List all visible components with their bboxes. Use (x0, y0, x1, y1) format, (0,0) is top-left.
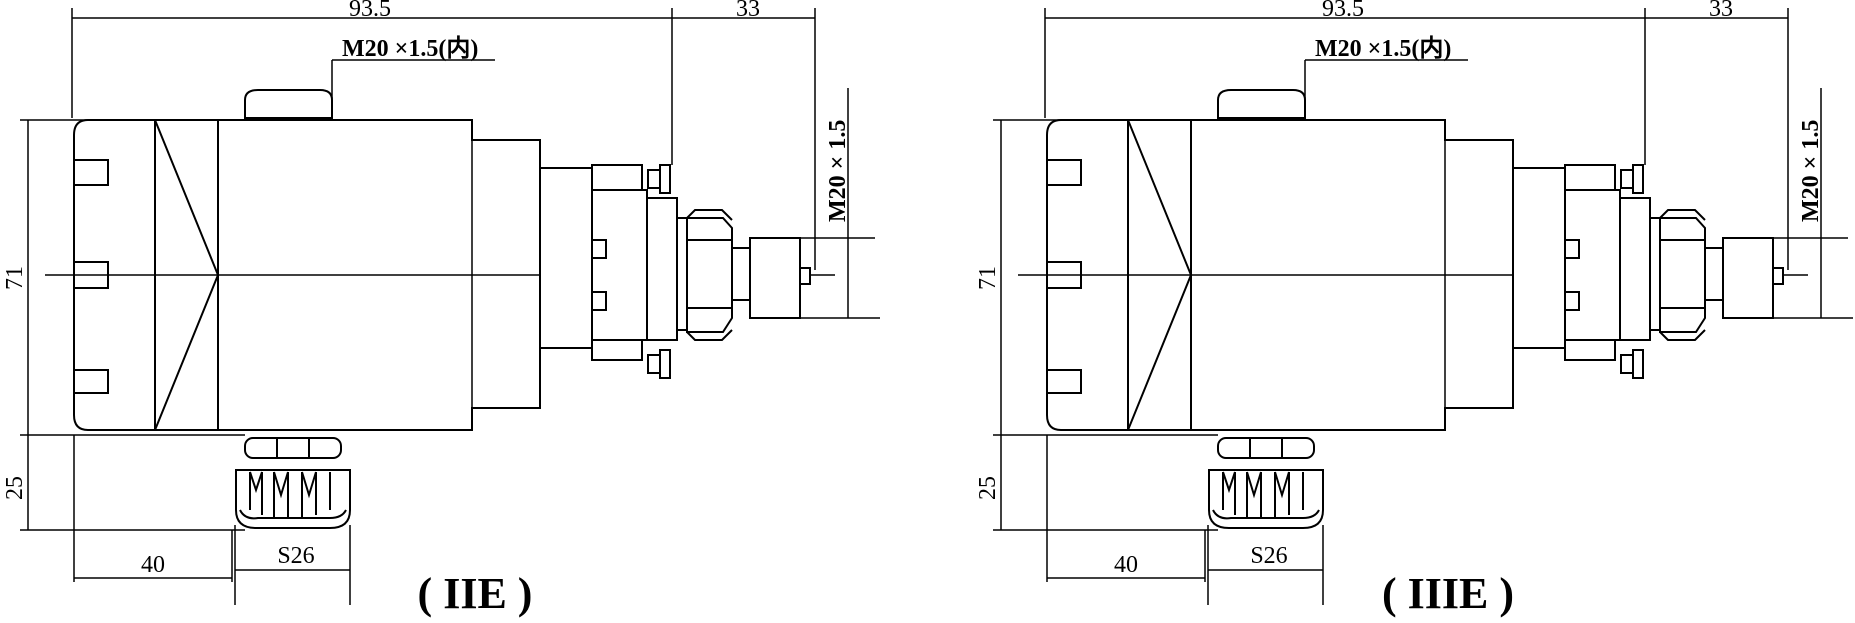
dimension-width-right: 33 (672, 0, 816, 270)
bottom-cable-nut (235, 437, 351, 529)
top-cable-gland (244, 89, 333, 119)
leader-thread-right: M20 × 1.5 (790, 88, 880, 319)
dim-label-33: 33 (736, 0, 760, 22)
caption-iiie: ( IIIE ) (1382, 569, 1514, 618)
dim-label-25: 25 (2, 476, 28, 500)
dimension-nut-size: S26 (1207, 525, 1324, 605)
leader-thread-top: M20 ×1.5(内) (331, 35, 495, 100)
dimension-nut-size: S26 (234, 525, 351, 605)
dim-label-93-5: 93.5 (349, 0, 391, 22)
threaded-stub (731, 237, 811, 319)
hex-nut-right (1649, 209, 1706, 341)
drawing-iiie: 93.5 33 M20 ×1.5(内) M20 × 1.5 71 25 (975, 0, 1853, 618)
dimension-offset-bottom: 40 (73, 435, 233, 582)
dim-label-s26: S26 (1250, 543, 1287, 569)
hex-nut-right (676, 209, 733, 341)
dimension-width-right: 33 (1645, 0, 1789, 270)
dim-label-s26: S26 (277, 543, 314, 569)
thread-right-label: M20 × 1.5 (825, 120, 851, 222)
leader-thread-right: M20 × 1.5 (1763, 88, 1853, 319)
dim-label-71: 71 (2, 266, 28, 290)
dim-label-71: 71 (975, 266, 1001, 290)
dim-label-33: 33 (1709, 0, 1733, 22)
dimension-height-main: 71 (975, 119, 1218, 436)
dimension-height-lower: 25 (975, 435, 1218, 531)
dim-label-40: 40 (141, 552, 165, 578)
dimension-height-main: 71 (2, 119, 245, 436)
thread-top-label: M20 ×1.5(内) (342, 35, 478, 62)
dim-label-93-5: 93.5 (1322, 0, 1364, 22)
thread-top-label: M20 ×1.5(内) (1315, 35, 1451, 62)
flange-assembly (539, 164, 678, 379)
leader-thread-top: M20 ×1.5(内) (1304, 35, 1468, 100)
thread-right-label: M20 × 1.5 (1798, 120, 1824, 222)
bottom-cable-nut (1208, 437, 1324, 529)
caption-iie: ( IIE ) (418, 569, 533, 618)
dim-label-40: 40 (1114, 552, 1138, 578)
dim-label-25: 25 (975, 476, 1001, 500)
dimension-offset-bottom: 40 (1046, 435, 1206, 582)
dimension-height-lower: 25 (2, 435, 245, 531)
threaded-stub (1704, 237, 1784, 319)
top-cable-gland (1217, 89, 1306, 119)
drawing-iie: 93.5 33 M20 ×1.5(内) M20 × 1.5 71 (2, 0, 880, 618)
dimension-width-overall: 93.5 (1044, 0, 1646, 165)
dimension-width-overall: 93.5 (71, 0, 673, 165)
flange-assembly (1512, 164, 1651, 379)
